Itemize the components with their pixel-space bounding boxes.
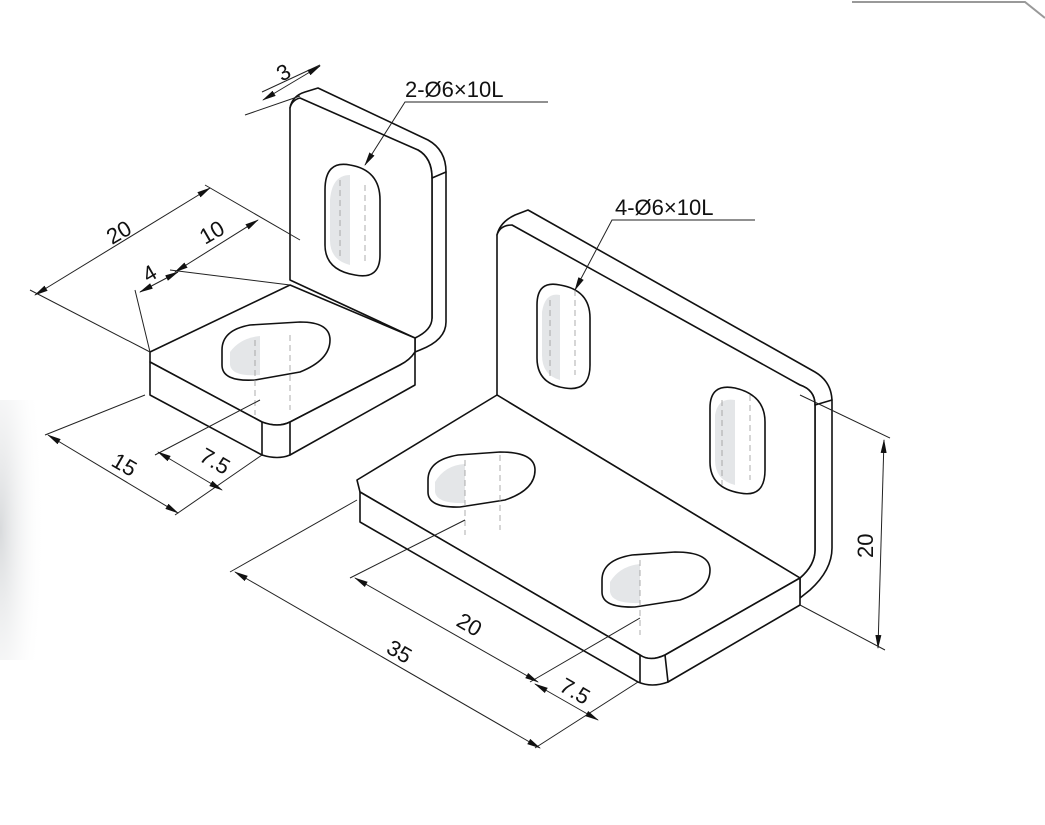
dim-length: 15 bbox=[108, 448, 142, 482]
large-bracket bbox=[356, 209, 833, 686]
dim-thickness: 3 bbox=[272, 59, 295, 87]
frame-corner bbox=[852, 0, 1045, 19]
callout-small: 2-Ø6×10L bbox=[405, 77, 503, 102]
small-bracket bbox=[149, 87, 447, 459]
dim-slot-width: 4 bbox=[138, 260, 161, 288]
dim-slot-pos-large: 7.5 bbox=[556, 673, 595, 710]
edge-shadow bbox=[0, 400, 45, 660]
dim-length-large: 35 bbox=[383, 635, 417, 669]
dim-slot-offset: 10 bbox=[195, 215, 229, 249]
dim-width: 20 bbox=[102, 215, 136, 249]
callout-large: 4-Ø6×10L bbox=[615, 195, 713, 220]
dim-slot-pos: 7.5 bbox=[196, 443, 235, 480]
dim-height: 20 bbox=[853, 534, 878, 558]
